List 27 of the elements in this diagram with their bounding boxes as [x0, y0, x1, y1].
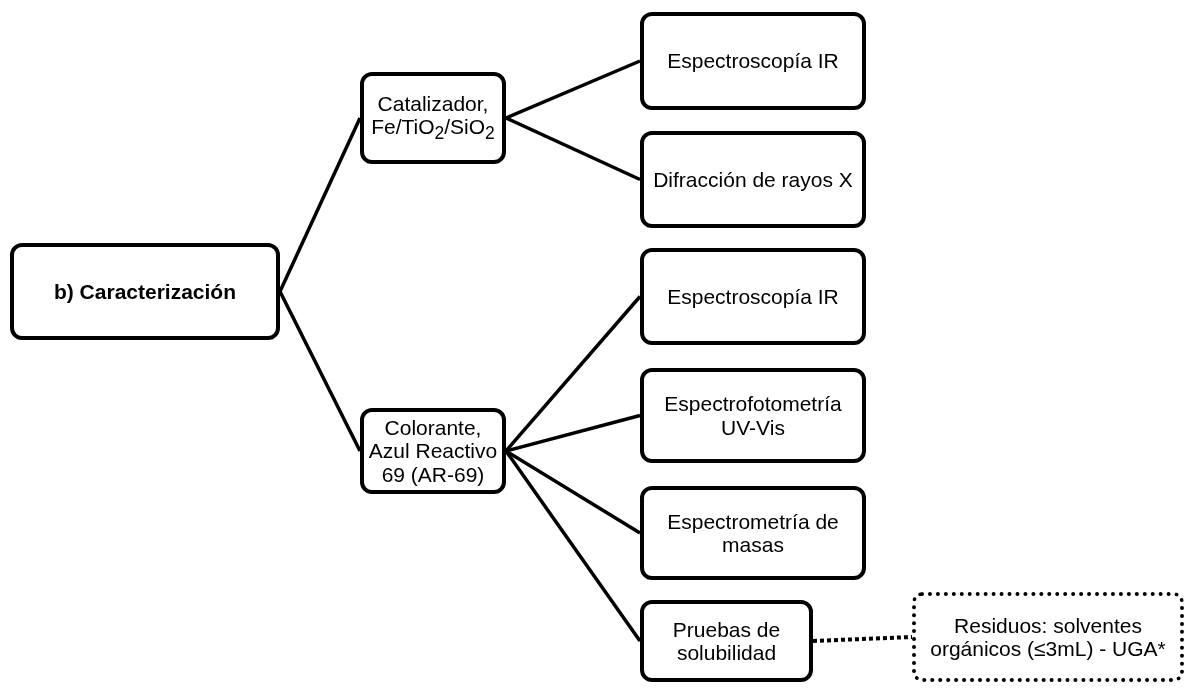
process-box — [640, 131, 866, 228]
node-label: Colorante, Azul Reactivo 69 (AR-69) — [368, 416, 498, 486]
node-label: Espectrofotometría UV-Vis — [663, 392, 843, 439]
node-label: Residuos: solventes orgánicos (≤3mL) - UGA* — [929, 613, 1167, 661]
node-label: Difracción de rayos X — [653, 167, 853, 192]
node-label: b) Caracterización — [53, 279, 237, 304]
connector-line — [505, 413, 641, 453]
process-box — [640, 12, 866, 110]
note-box — [912, 592, 1184, 682]
connector-line — [278, 290, 362, 452]
process-box — [360, 408, 506, 494]
node-label: Pruebas de solubilidad — [671, 617, 782, 665]
node-label: Espectrometría de masas — [666, 509, 840, 557]
node-label: Espectroscopía IR — [667, 49, 839, 73]
process-box — [640, 486, 866, 580]
process-box — [360, 72, 506, 164]
process-box — [640, 600, 813, 682]
process-box — [640, 248, 866, 345]
connector-line — [278, 117, 362, 293]
process-box — [640, 368, 866, 463]
connector-line — [504, 450, 642, 642]
dotted-connector — [812, 635, 913, 643]
node-label: Espectroscopía IR — [667, 284, 839, 309]
node-label: Catalizador, Fe/TiO$_{2}$/SiO$_{2}$ — [370, 92, 496, 144]
connector-line — [505, 59, 641, 120]
root-box — [10, 243, 280, 340]
connector-line — [505, 116, 641, 182]
